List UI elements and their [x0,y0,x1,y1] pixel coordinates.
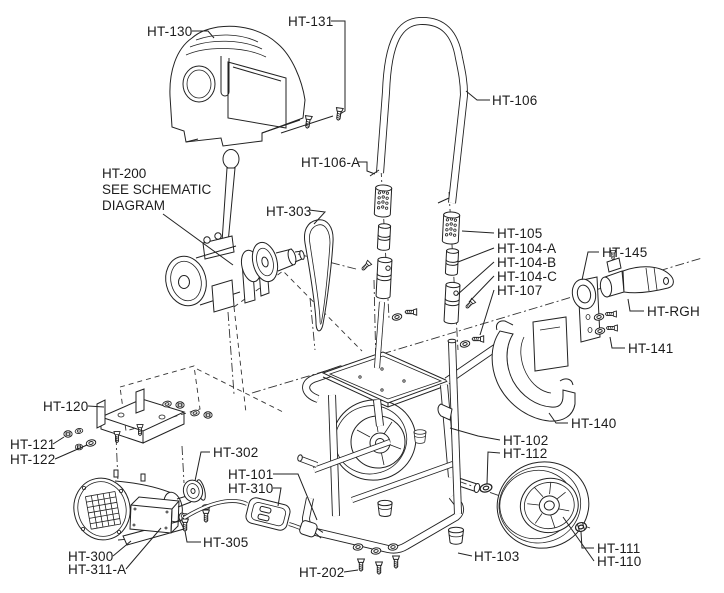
note-line-1: HT-200 [102,166,147,181]
part-label-ht110: HT-110 [597,554,642,569]
cover-screws-ht131 [303,107,344,130]
note-line-3: DIAGRAM [102,198,166,213]
cord-wrap-ht140 [491,316,576,422]
grip-handle-htrgh [599,250,674,298]
part-label-htrgh: HT-RGH [647,304,700,319]
power-cord-ht101 [182,497,324,539]
part-label-ht130: HT-130 [147,24,193,39]
part-label-ht104a: HT-104-A [497,241,557,256]
part-label-ht302: HT-302 [213,445,259,460]
motor-ht300 [73,469,186,546]
part-label-ht141: HT-141 [628,341,674,356]
part-label-ht106: HT-106 [492,93,538,108]
part-label-ht311a: HT-311-A [68,562,127,577]
part-label-ht145: HT-145 [602,245,648,260]
pump-assembly-ht200 [165,232,305,313]
part-label-ht131: HT-131 [288,14,334,29]
part-label-ht101: HT-101 [228,467,274,482]
schematic-note-ht200: HT-200 SEE SCHEMATIC DIAGRAM [102,166,211,214]
part-label-ht202: HT-202 [299,565,345,580]
part-label-ht102: HT-102 [503,433,549,448]
plug [299,520,324,539]
leg-tube-ht102 [437,338,464,545]
front-wheel-ht110 [478,461,590,549]
screws-ht202 [352,542,400,575]
note-line-2: SEE SCHEMATIC [102,182,212,197]
cart-frame [297,340,503,554]
part-label-ht303: HT-303 [266,204,312,219]
part-label-ht122: HT-122 [10,452,56,467]
part-label-ht104c: HT-104-C [497,269,558,284]
part-label-ht121: HT-121 [10,437,56,452]
part-label-ht112: HT-112 [503,446,548,461]
part-label-ht105: HT-105 [497,226,543,241]
leader-lines [52,20,644,573]
part-label-ht106a: HT-106-A [301,155,361,170]
control-lever [218,149,240,250]
handle-ht106 [369,16,469,204]
v-belt-ht303 [304,219,334,332]
part-label-ht107: HT-107 [497,283,543,298]
part-label-ht300: HT-300 [68,549,114,564]
bracket-fasteners-ht121-ht122 [63,427,97,451]
part-label-ht111: HT-111 [597,541,641,556]
guide-plate-ht145 [571,276,601,343]
part-label-ht103: HT-103 [474,549,520,564]
part-label-ht120: HT-120 [43,399,89,414]
part-label-ht310: HT-310 [228,481,274,496]
gfci-module-ht310 [245,497,291,531]
part-label-ht305: HT-305 [203,535,249,550]
part-label-ht140: HT-140 [571,416,617,431]
pulley-ht302 [176,479,206,508]
part-label-ht104b: HT-104-B [497,255,557,270]
motor-cover-ht130 [169,25,306,147]
mount-bracket-ht120 [96,388,213,444]
handle-leg-parts-left [359,184,418,369]
